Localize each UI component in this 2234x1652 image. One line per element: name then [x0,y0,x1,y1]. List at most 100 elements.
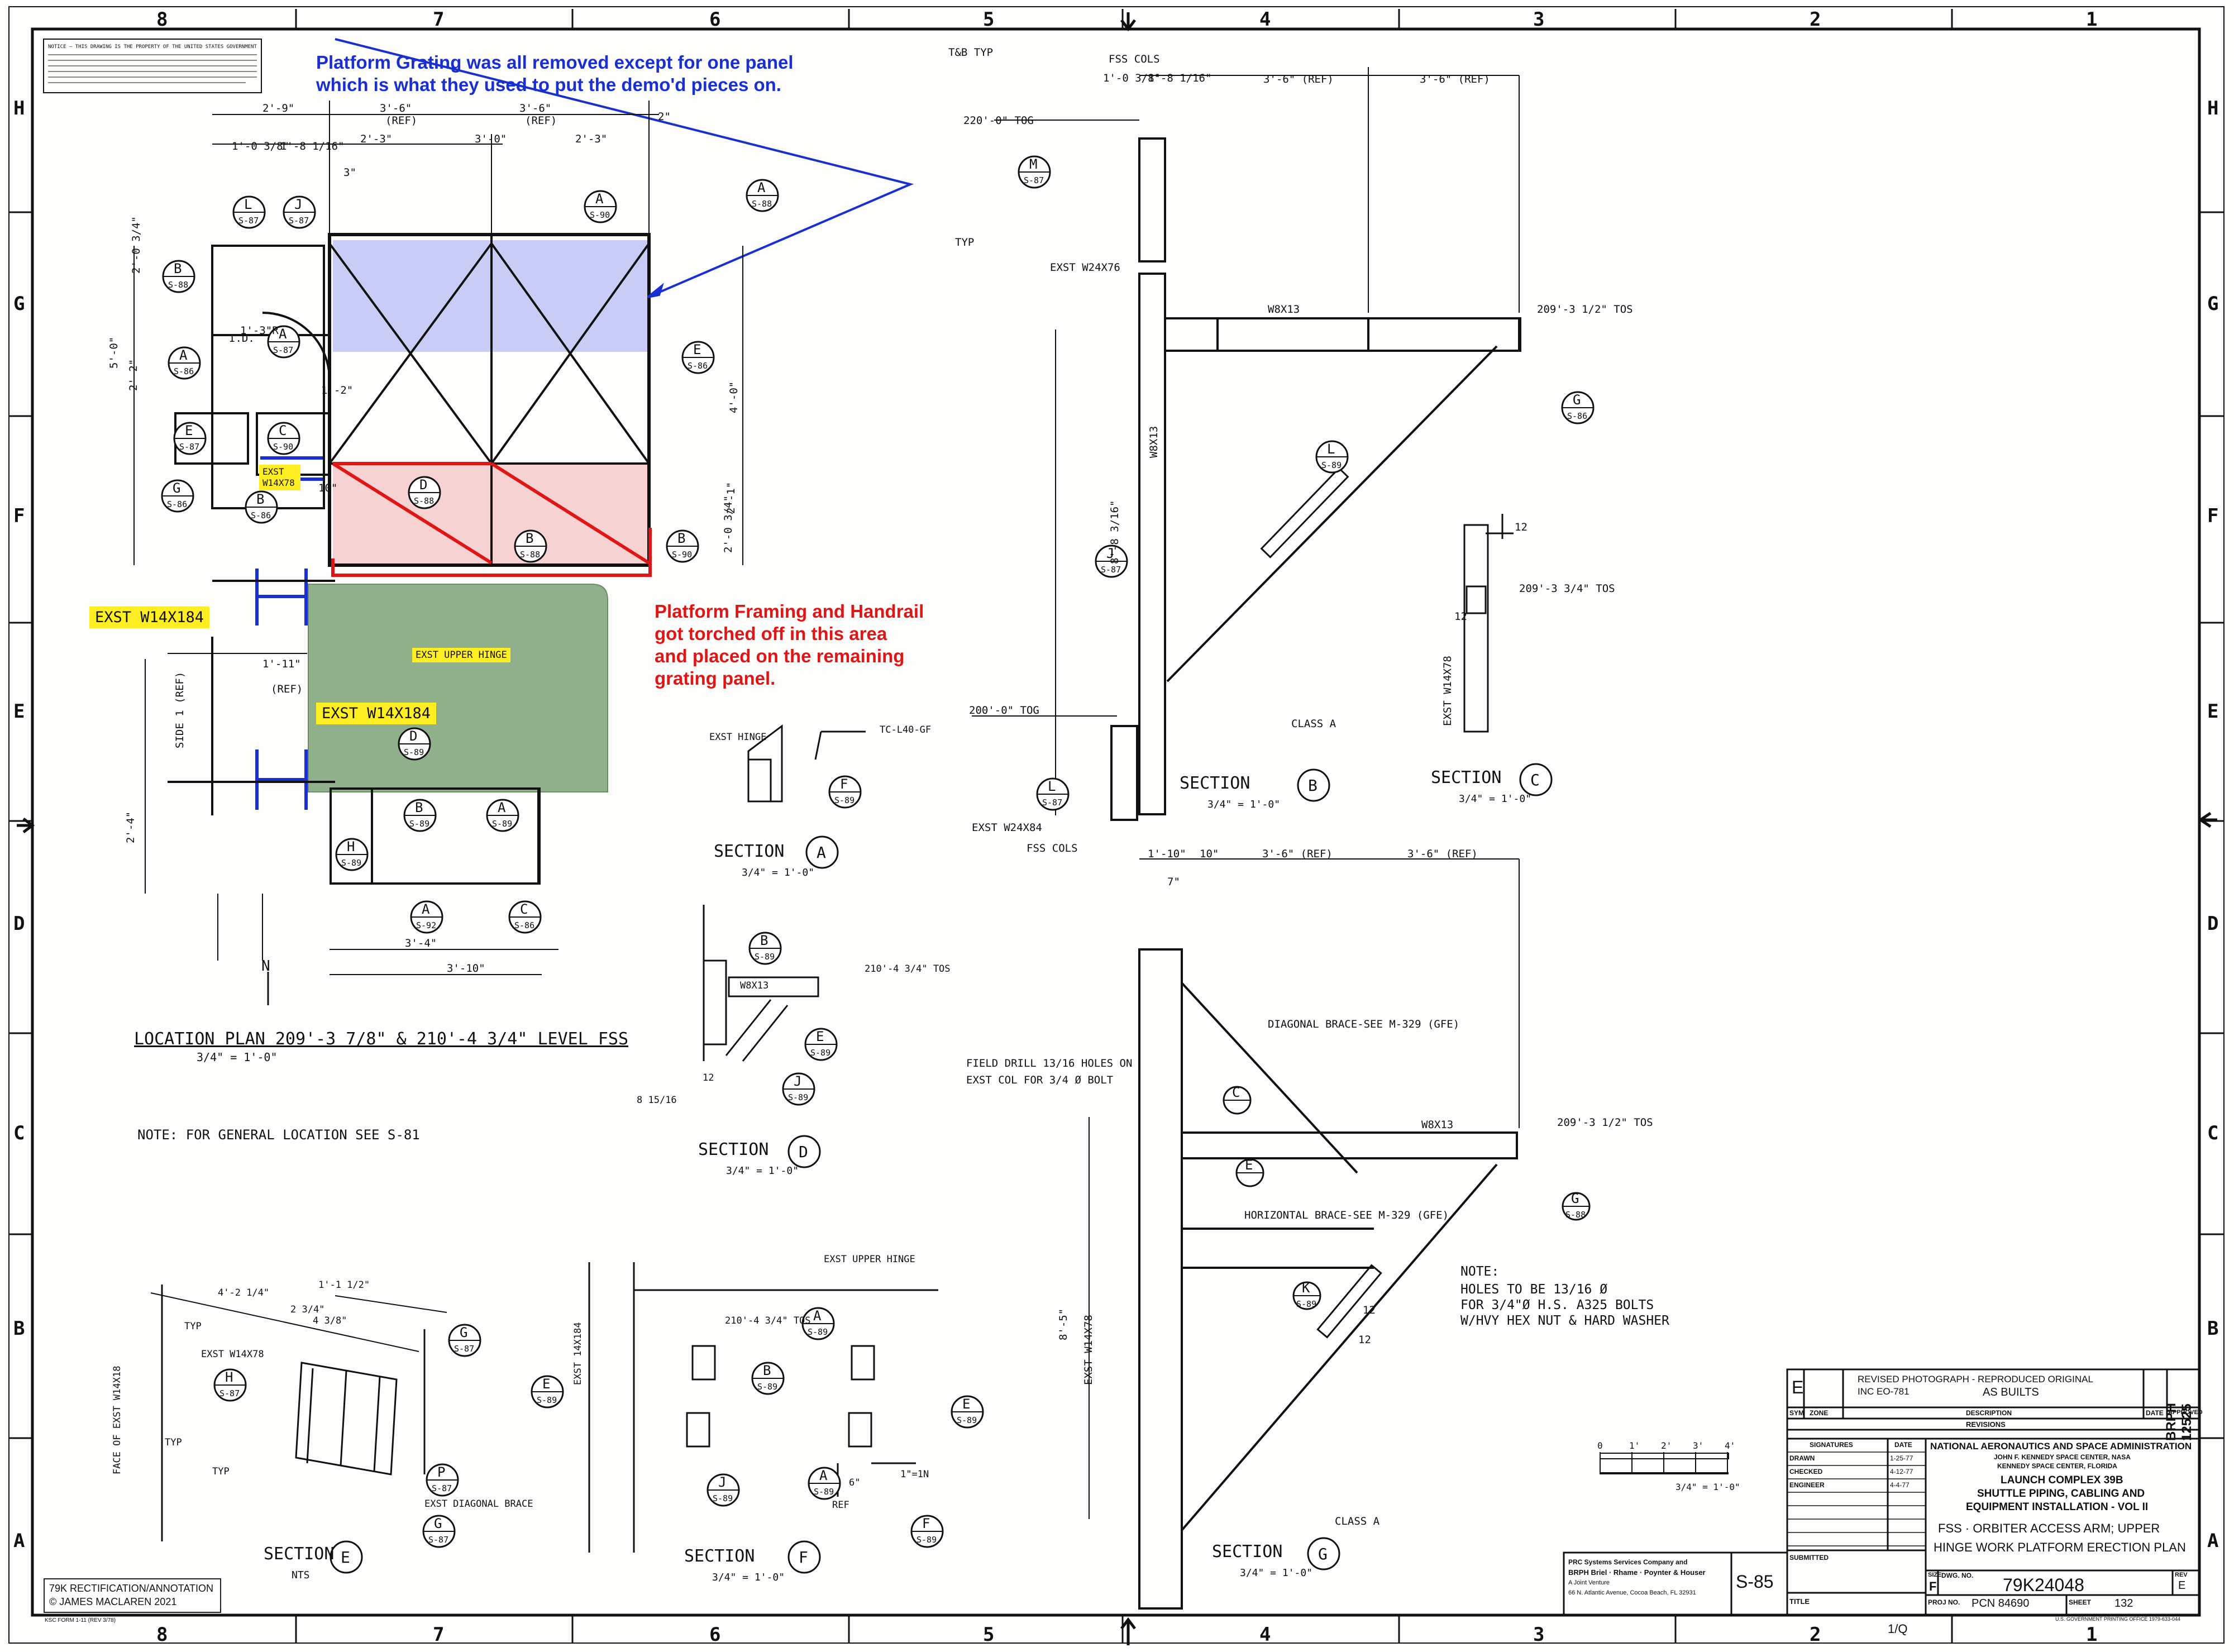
dwg-no-label: DWG. NO. [1941,1572,1974,1579]
rev-header-description: DESCRIPTION [1966,1409,2012,1417]
callout-letter: E [962,1396,970,1412]
callout-letter: G [1573,392,1581,408]
plan-dimension: (REF) [385,114,417,127]
section-a-label: TC-L40-GF [880,724,931,736]
section-g-label: DIAGONAL BRACE-SEE M-329 (GFE) [1268,1018,1459,1030]
callout-sheet: S-87 [432,1483,452,1493]
callout-sheet: S-87 [1024,175,1044,185]
sig-drawn: DRAWN [1789,1454,1815,1462]
agency-name: NATIONAL AERONAUTICS AND SPACE ADMINISTR… [1930,1441,2192,1452]
callout-letter: A [819,1468,828,1483]
plan-dimension: 3'-6" [519,102,551,114]
dwg-number: 79K24048 [2003,1575,2084,1595]
notice-text: NOTICE — THIS DRAWING IS THE PROPERTY OF… [48,44,257,50]
drawing-title-line1: FSS · ORBITER ACCESS ARM; UPPER [1938,1521,2160,1535]
callout-letter: K [1302,1280,1310,1296]
rev-value: E [2178,1579,2186,1592]
section-a-label: EXST HINGE [709,732,766,743]
callout-letter: B [677,531,685,546]
detail-callout: HS-89 [335,838,369,871]
submitted-label: SUBMITTED [1789,1554,1829,1562]
plan-dimension: 1'-8 1/16" [280,140,344,152]
page-mark: 1/Q [1888,1622,1908,1636]
detail-callout: GS-88 [1562,1191,1591,1221]
callout-sheet: S-90 [273,442,293,452]
section-g-label: 12 [1358,1334,1371,1346]
section-scale: 3/4" = 1'-0" [712,1572,785,1583]
rev-label: REV [2175,1572,2188,1578]
callout-letter: B [526,531,533,546]
callout-sheet: S-86 [174,366,194,376]
section-f-label: 210'-4 3/4" TOS [725,1315,811,1326]
plan-dimension: 2'-4" [125,811,137,843]
callout-letter: J [294,197,302,212]
detail-callout: AS-89 [808,1467,841,1500]
detail-callout: ES-89 [804,1028,838,1061]
callout-letter: E [185,423,193,438]
drawing-title-line2: HINGE WORK PLATFORM ERECTION PLAN [1934,1540,2186,1554]
plan-dimension: 3'-0" [475,133,507,145]
detail-callout: AS-86 [168,346,201,380]
section-title-text: SECTION [1431,768,1501,787]
callout-letter: E [542,1376,550,1392]
section-title-text: SECTION [1180,774,1250,793]
section-c-label: 12 [1454,610,1467,623]
callout-letter: L [244,197,252,212]
detail-callout: FS-89 [828,775,862,809]
zone-label: 2 [1810,8,1821,31]
firm-line1: PRC Systems Services Company and [1568,1558,1688,1566]
zone-label: H [13,97,25,120]
callout-letter: B [256,491,264,507]
sig-engineer: ENGINEER [1789,1481,1825,1489]
zone-label: D [2207,913,2218,935]
section-g-label: 209'-3 1/2" TOS [1557,1116,1653,1129]
sheet-id: S-85 [1736,1572,1774,1592]
zone-label: 6 [709,8,720,31]
plan-dimension: 2'-1" [725,482,737,514]
section-b-label: CLASS A [1291,718,1336,730]
project-line1: LAUNCH COMPLEX 39B [2001,1474,2123,1486]
plan-dimension: (REF) [525,114,557,127]
detail-callout: LS-87 [1036,777,1070,811]
section-b-label: FSS COLS [1109,53,1160,65]
callout-sheet: S-88 [414,496,434,506]
callout-letter: E [1245,1157,1253,1173]
detail-callout: BS-90 [666,529,699,563]
callout-sheet: S-89 [1296,1299,1316,1309]
callout-sheet: S-89 [537,1395,557,1405]
section-d-label: 8 15/16 [637,1095,677,1106]
section-c-label: 12 [1515,521,1527,533]
section-g-label: HORIZONTAL BRACE-SEE M-329 (GFE) [1244,1209,1449,1221]
zone-label: D [13,913,25,935]
section-f-label: 6" [849,1477,860,1488]
grating-annotation: Platform Grating was all removed except … [316,51,794,96]
callout-sheet: S-89 [916,1535,937,1545]
svg-text:W/HVY HEX NUT & HARD WASHER: W/HVY HEX NUT & HARD WASHER [1460,1314,1669,1328]
section-title-text: SECTION [714,842,784,861]
section-b-label: W8X13 [1268,303,1300,316]
plan-dimension: 2'-3" [360,133,392,145]
plan-dimension: 2'-3" [575,133,607,145]
section-f-label: REF [832,1500,849,1511]
callout-letter: A [813,1308,822,1324]
callout-sheet: S-87 [179,442,199,452]
callout-sheet: S-87 [289,216,309,226]
zone-label: E [13,700,25,723]
section-scale: NTS [292,1569,310,1581]
side-stamp: BRPH 12525 [2164,1402,2194,1441]
detail-callout: PS-87 [426,1463,459,1497]
scale-tick-label: 4' [1725,1440,1735,1451]
plan-dimension: 2'-2" [127,359,140,391]
section-b-label: T&B TYP [948,46,993,59]
section-g-label: EXST W14X78 [1082,1315,1095,1385]
copyright-box: 79K RECTIFICATION/ANNOTATION © JAMES MAC… [44,1578,221,1613]
firm-line4: 66 N. Atlantic Avenue, Cocoa Beach, FL 3… [1568,1589,1696,1596]
callout-sheet: S-87 [238,216,259,226]
zone-label: 8 [156,1624,168,1646]
callout-letter: C [520,901,528,917]
section-title-letter: G [1318,1545,1328,1563]
